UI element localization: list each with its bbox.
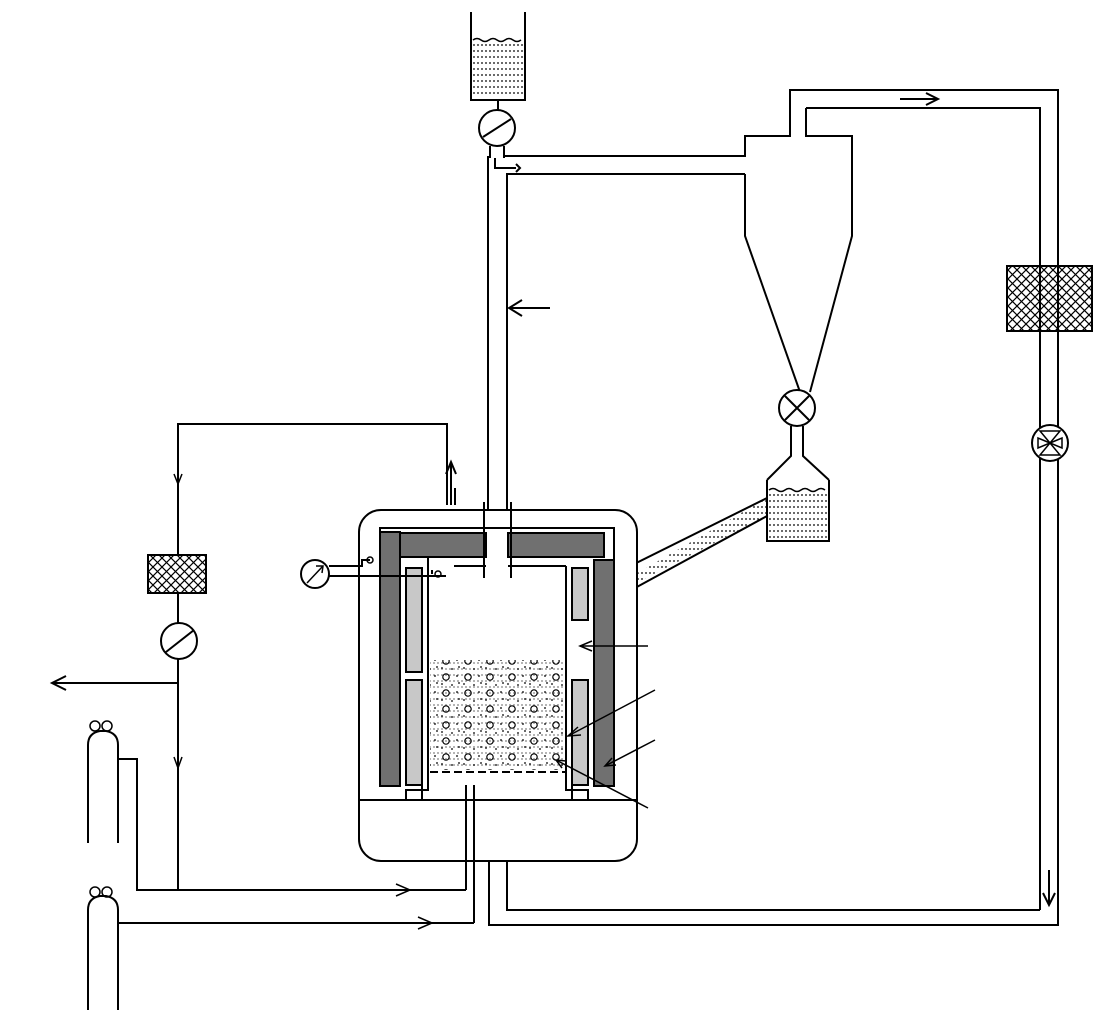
outer-heater [379, 527, 615, 787]
feed-valve [478, 109, 516, 158]
leader-lines [554, 640, 656, 809]
rotary-valve [766, 389, 830, 481]
cyclone-separator [744, 107, 1041, 910]
recycle-filter [1006, 265, 1093, 332]
gas-cylinder-1 [87, 720, 119, 843]
recycle-fan [1031, 424, 1069, 462]
left-filter [147, 554, 207, 594]
product-collector [766, 480, 830, 542]
gas-cylinder-2 [87, 886, 119, 1010]
left-pump [160, 622, 198, 660]
feed-hopper [470, 12, 526, 112]
inner-heater [405, 556, 589, 800]
fluidized-bed [430, 660, 564, 770]
pressure-gauge [300, 556, 446, 589]
riser-tube [487, 89, 1059, 910]
